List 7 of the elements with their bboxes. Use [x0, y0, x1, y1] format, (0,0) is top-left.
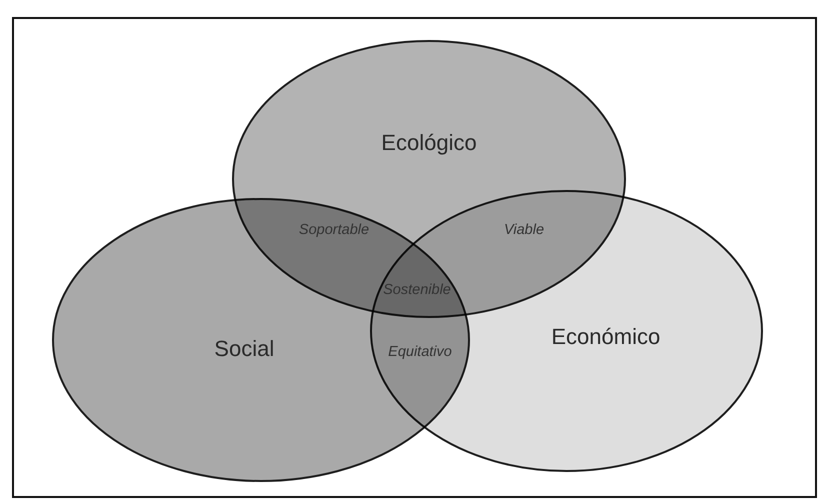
overlap-label: Soportable — [298, 222, 370, 238]
region-label: Ecológico — [381, 130, 477, 156]
ellipse-region — [370, 190, 763, 472]
overlap-label: Viable — [504, 222, 544, 238]
region-label: Económico — [551, 324, 660, 350]
region-label: Social — [214, 336, 274, 362]
overlap-label: Equitativo — [388, 344, 452, 360]
